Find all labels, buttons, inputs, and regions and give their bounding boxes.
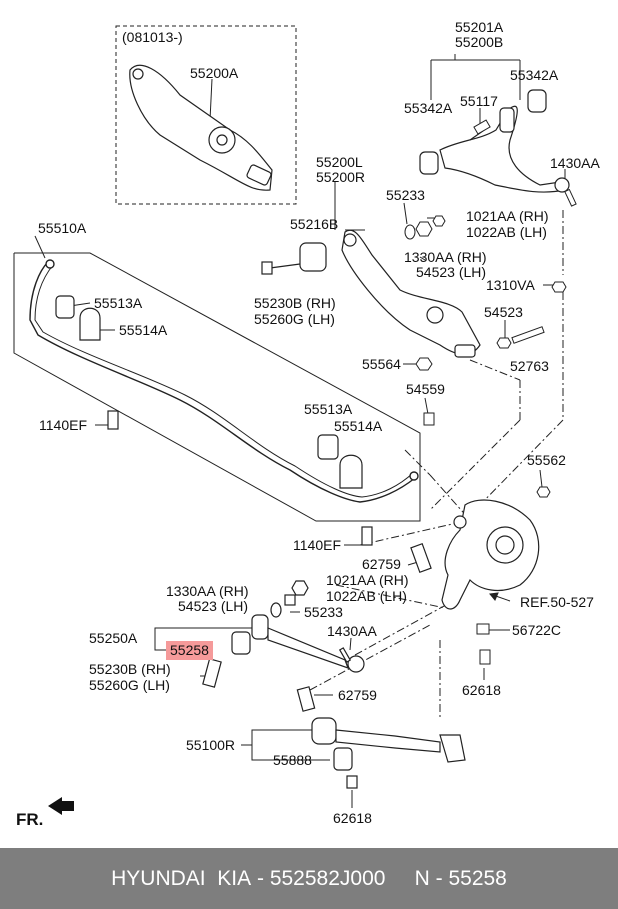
footer-gap <box>385 867 414 891</box>
label-1022AB-bottom: 1022AB (LH) <box>326 588 407 604</box>
label-55233-bottom: 55233 <box>304 604 343 620</box>
fr-arrow-icon <box>48 797 74 815</box>
footer-n-label: N - <box>414 866 449 890</box>
label-62759-bottom: 62759 <box>338 687 377 703</box>
inset-box <box>115 25 297 205</box>
label-55260G-bottom: 55260G (LH) <box>89 677 170 693</box>
label-55200R: 55200R <box>316 169 366 185</box>
footer-bar: HYUNDAI KIA - 552582J000 N - 55258 <box>0 848 618 909</box>
parts-diagram <box>13 25 577 815</box>
label-62618-right: 62618 <box>462 682 501 698</box>
label-55258-highlighted: 55258 <box>166 641 213 660</box>
label-1140EF-bottom: 1140EF <box>293 537 341 553</box>
label-1140EF-top: 1140EF <box>39 417 87 433</box>
label-1022AB-top: 1022AB (LH) <box>466 224 547 240</box>
front-direction-label: FR. <box>16 810 44 829</box>
label-1310VA: 1310VA <box>486 277 535 293</box>
label-55514A-bottom: 55514A <box>334 418 383 434</box>
label-52763: 52763 <box>510 358 549 374</box>
label-55201A: 55201A <box>455 19 504 35</box>
label-55117: 55117 <box>460 93 498 109</box>
footer-part-number: 552582J000 <box>269 866 386 890</box>
label-ref-50-527: REF.50-527 <box>520 594 594 610</box>
label-62618-bottom: 62618 <box>333 810 372 826</box>
label-55513A-top: 55513A <box>94 295 143 311</box>
label-1430AA-bottom: 1430AA <box>327 623 377 639</box>
label-55230B-bottom: 55230B (RH) <box>89 661 171 677</box>
label-1330AA-top: 1330AA (RH) <box>404 249 487 265</box>
lower-control-arm-55200L <box>261 229 481 358</box>
label-54559: 54559 <box>406 381 445 397</box>
label-55230B-top: 55230B (RH) <box>254 295 336 311</box>
label-62759-top: 62759 <box>362 556 401 572</box>
stabilizer-box <box>13 252 421 522</box>
label-1021AA-top: 1021AA (RH) <box>466 208 549 224</box>
label-56722C: 56722C <box>512 622 562 638</box>
label-55513A-bottom: 55513A <box>304 401 353 417</box>
footer-brand: HYUNDAI KIA <box>111 866 252 890</box>
label-55342A-left: 55342A <box>404 100 453 116</box>
knuckle <box>410 499 540 610</box>
label-55564: 55564 <box>362 356 401 372</box>
arm-55250A <box>202 580 365 688</box>
label-55342A-right: 55342A <box>510 67 559 83</box>
label-55233-top: 55233 <box>386 187 425 203</box>
label-55888: 55888 <box>273 752 312 768</box>
label-55216B: 55216B <box>290 216 339 232</box>
label-55200L: 55200L <box>316 154 363 170</box>
label-55510A: 55510A <box>38 220 87 236</box>
label-55200B: 55200B <box>455 34 504 50</box>
label-55200A: 55200A <box>190 65 239 81</box>
label-54523-top: 54523 (LH) <box>416 264 487 280</box>
label-54523-mid: 54523 <box>484 304 523 320</box>
label-1330AA-bottom: 1330AA (RH) <box>166 583 249 599</box>
label-55514A-top: 55514A <box>119 322 168 338</box>
label-1430AA-top: 1430AA <box>550 155 600 171</box>
upper-arm-55201A <box>419 89 570 193</box>
label-54523-bottom: 54523 (LH) <box>178 598 249 614</box>
footer-part-code: 55258 <box>448 866 507 890</box>
stabilizer-bar-55510A <box>29 259 419 503</box>
label-1021AA-bottom: 1021AA (RH) <box>326 572 409 588</box>
footer-separator: - <box>251 866 270 890</box>
lower-arm-55100R <box>296 686 466 789</box>
lower-arm-55200A <box>129 64 273 191</box>
label-55100R: 55100R <box>186 737 236 753</box>
label-55250A: 55250A <box>89 630 138 646</box>
label-55562: 55562 <box>527 452 566 468</box>
inset-date-label: (081013-) <box>122 29 183 45</box>
label-55260G-top: 55260G (LH) <box>254 311 335 327</box>
